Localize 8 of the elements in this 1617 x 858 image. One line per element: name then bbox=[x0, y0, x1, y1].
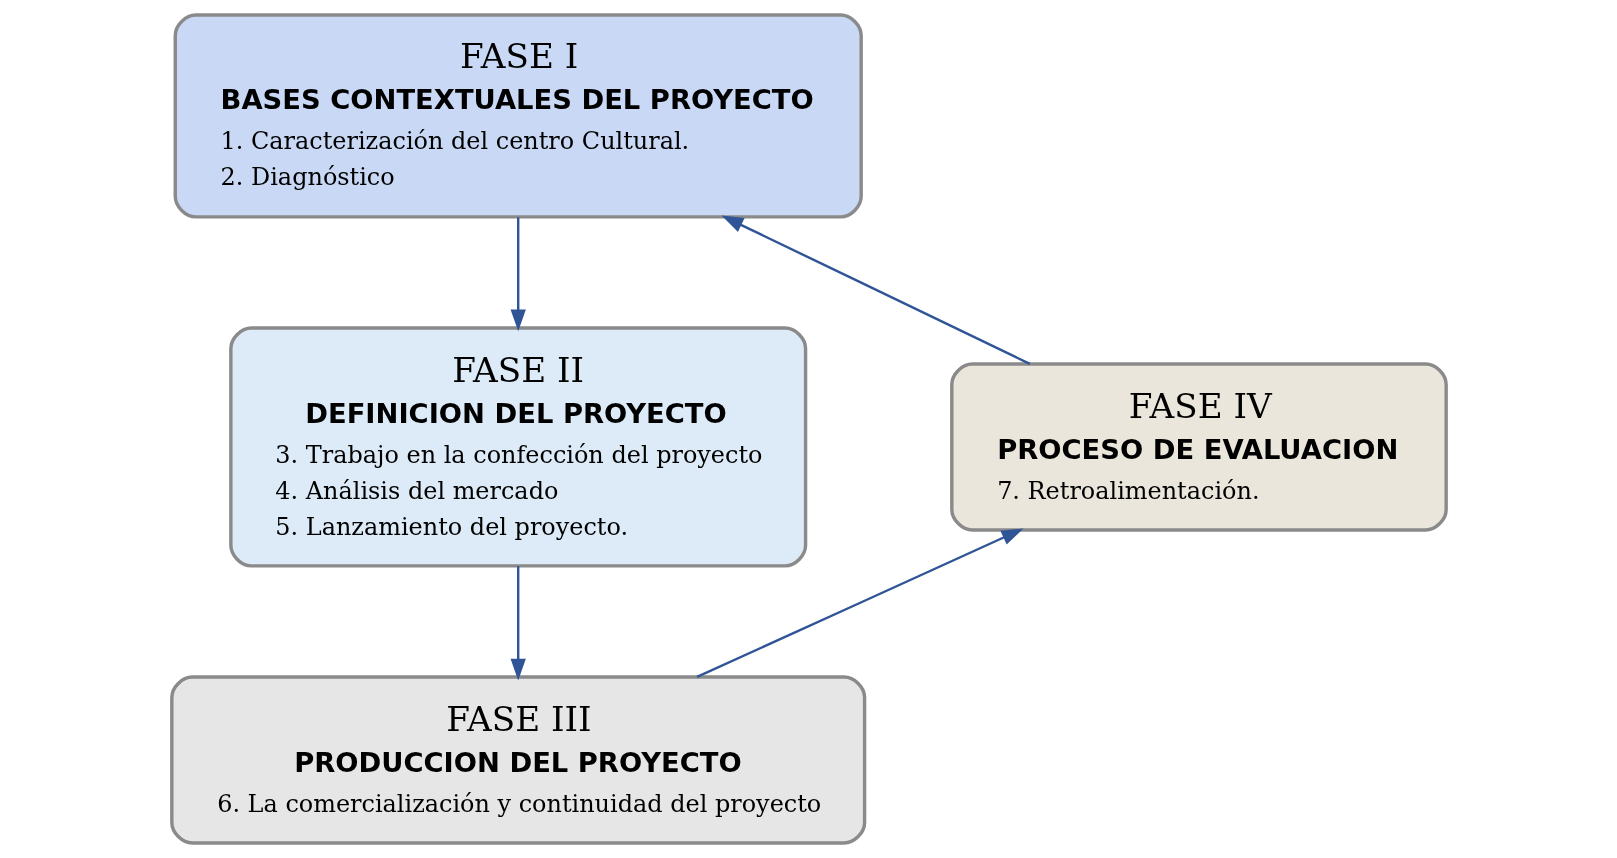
node-box: FASE I BASES CONTEXTUALES DEL PROYECTO 1. Caracterización del centro Cultural. 2. Diagnóstico bbox=[173, 13, 863, 219]
arrow bbox=[510, 566, 526, 681]
node-box: FASE II DEFINICION DEL PROYECTO 3. Trabajo en la confección del proyecto 4. Análisis del mercado 5. Lanzamiento del proyecto. bbox=[228, 326, 807, 568]
arrow bbox=[510, 217, 526, 332]
node-box: FASE IV PROCESO DE EVALUACION 7. Retroalimentación. bbox=[949, 362, 1448, 532]
arrow bbox=[721, 215, 1030, 365]
arrow bbox=[696, 528, 1023, 679]
node-box: FASE III PRODUCCION DEL PROYECTO 6. La comercialización y continuidad del proyecto bbox=[169, 675, 866, 845]
